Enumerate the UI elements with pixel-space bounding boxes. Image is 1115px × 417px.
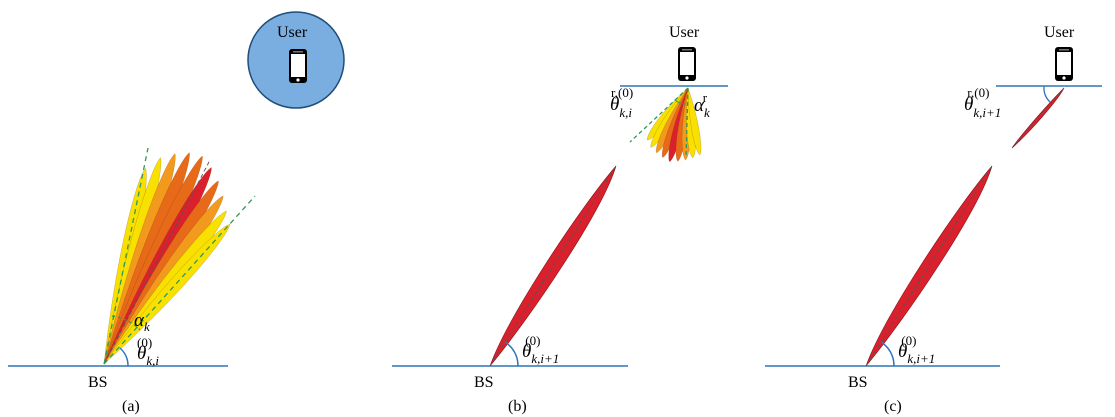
- theta-angle-arc: [504, 341, 519, 367]
- user-label: User: [669, 24, 700, 41]
- panel-caption-a: (a): [122, 398, 140, 415]
- beam-center-line: [103, 159, 211, 365]
- bs-label: BS: [848, 374, 868, 391]
- sector-boundary-left: [629, 87, 689, 143]
- theta-r-angle-arc: [1043, 85, 1051, 103]
- panel-b: θk,i+1(0) BS (b) User θk,ir,(0) αkr: [392, 24, 728, 415]
- smartphone-icon: [1055, 47, 1073, 81]
- panel-caption-b: (b): [508, 398, 527, 415]
- sector-boundary-right: [103, 195, 256, 365]
- panel-caption-c: (c): [884, 398, 902, 415]
- bs-narrow-beam: [865, 165, 993, 367]
- smartphone-icon: [678, 47, 696, 81]
- bs-label: BS: [474, 374, 494, 391]
- smartphone-icon: [289, 49, 307, 83]
- alpha-angle-arc: [111, 315, 141, 331]
- panel-a: αk θk,i(0) BS (a) User: [8, 11, 345, 415]
- bs-label: BS: [88, 374, 108, 391]
- theta-label: θk,i+1(0): [522, 333, 559, 366]
- theta-r-label: θk,i+1r,(0): [964, 85, 1001, 120]
- beam-lobe: [687, 87, 702, 156]
- theta-label: θk,i+1(0): [898, 333, 935, 366]
- ris-narrow-beam: [1011, 87, 1065, 149]
- alpha-r-angle-arc: [674, 99, 687, 105]
- theta-angle-arc: [880, 341, 895, 367]
- theta-angle-arc: [119, 347, 129, 367]
- theta-r-label: θk,ir,(0): [610, 85, 633, 120]
- sector-boundary-right: [685, 87, 689, 159]
- ris-beams: [647, 87, 702, 163]
- alpha-r-label: αkr: [694, 90, 710, 120]
- user-label: User: [1044, 24, 1075, 41]
- theta-label: θk,i(0): [137, 335, 159, 368]
- user-label: User: [277, 24, 308, 41]
- bs-narrow-beam: [489, 165, 617, 367]
- panel-c: θk,i+1(0) BS (c) User θk,i+1r,(0): [765, 24, 1102, 415]
- alpha-label: αk: [134, 310, 150, 334]
- sector-boundary-left: [103, 147, 149, 365]
- bs-wide-beams: [103, 152, 231, 365]
